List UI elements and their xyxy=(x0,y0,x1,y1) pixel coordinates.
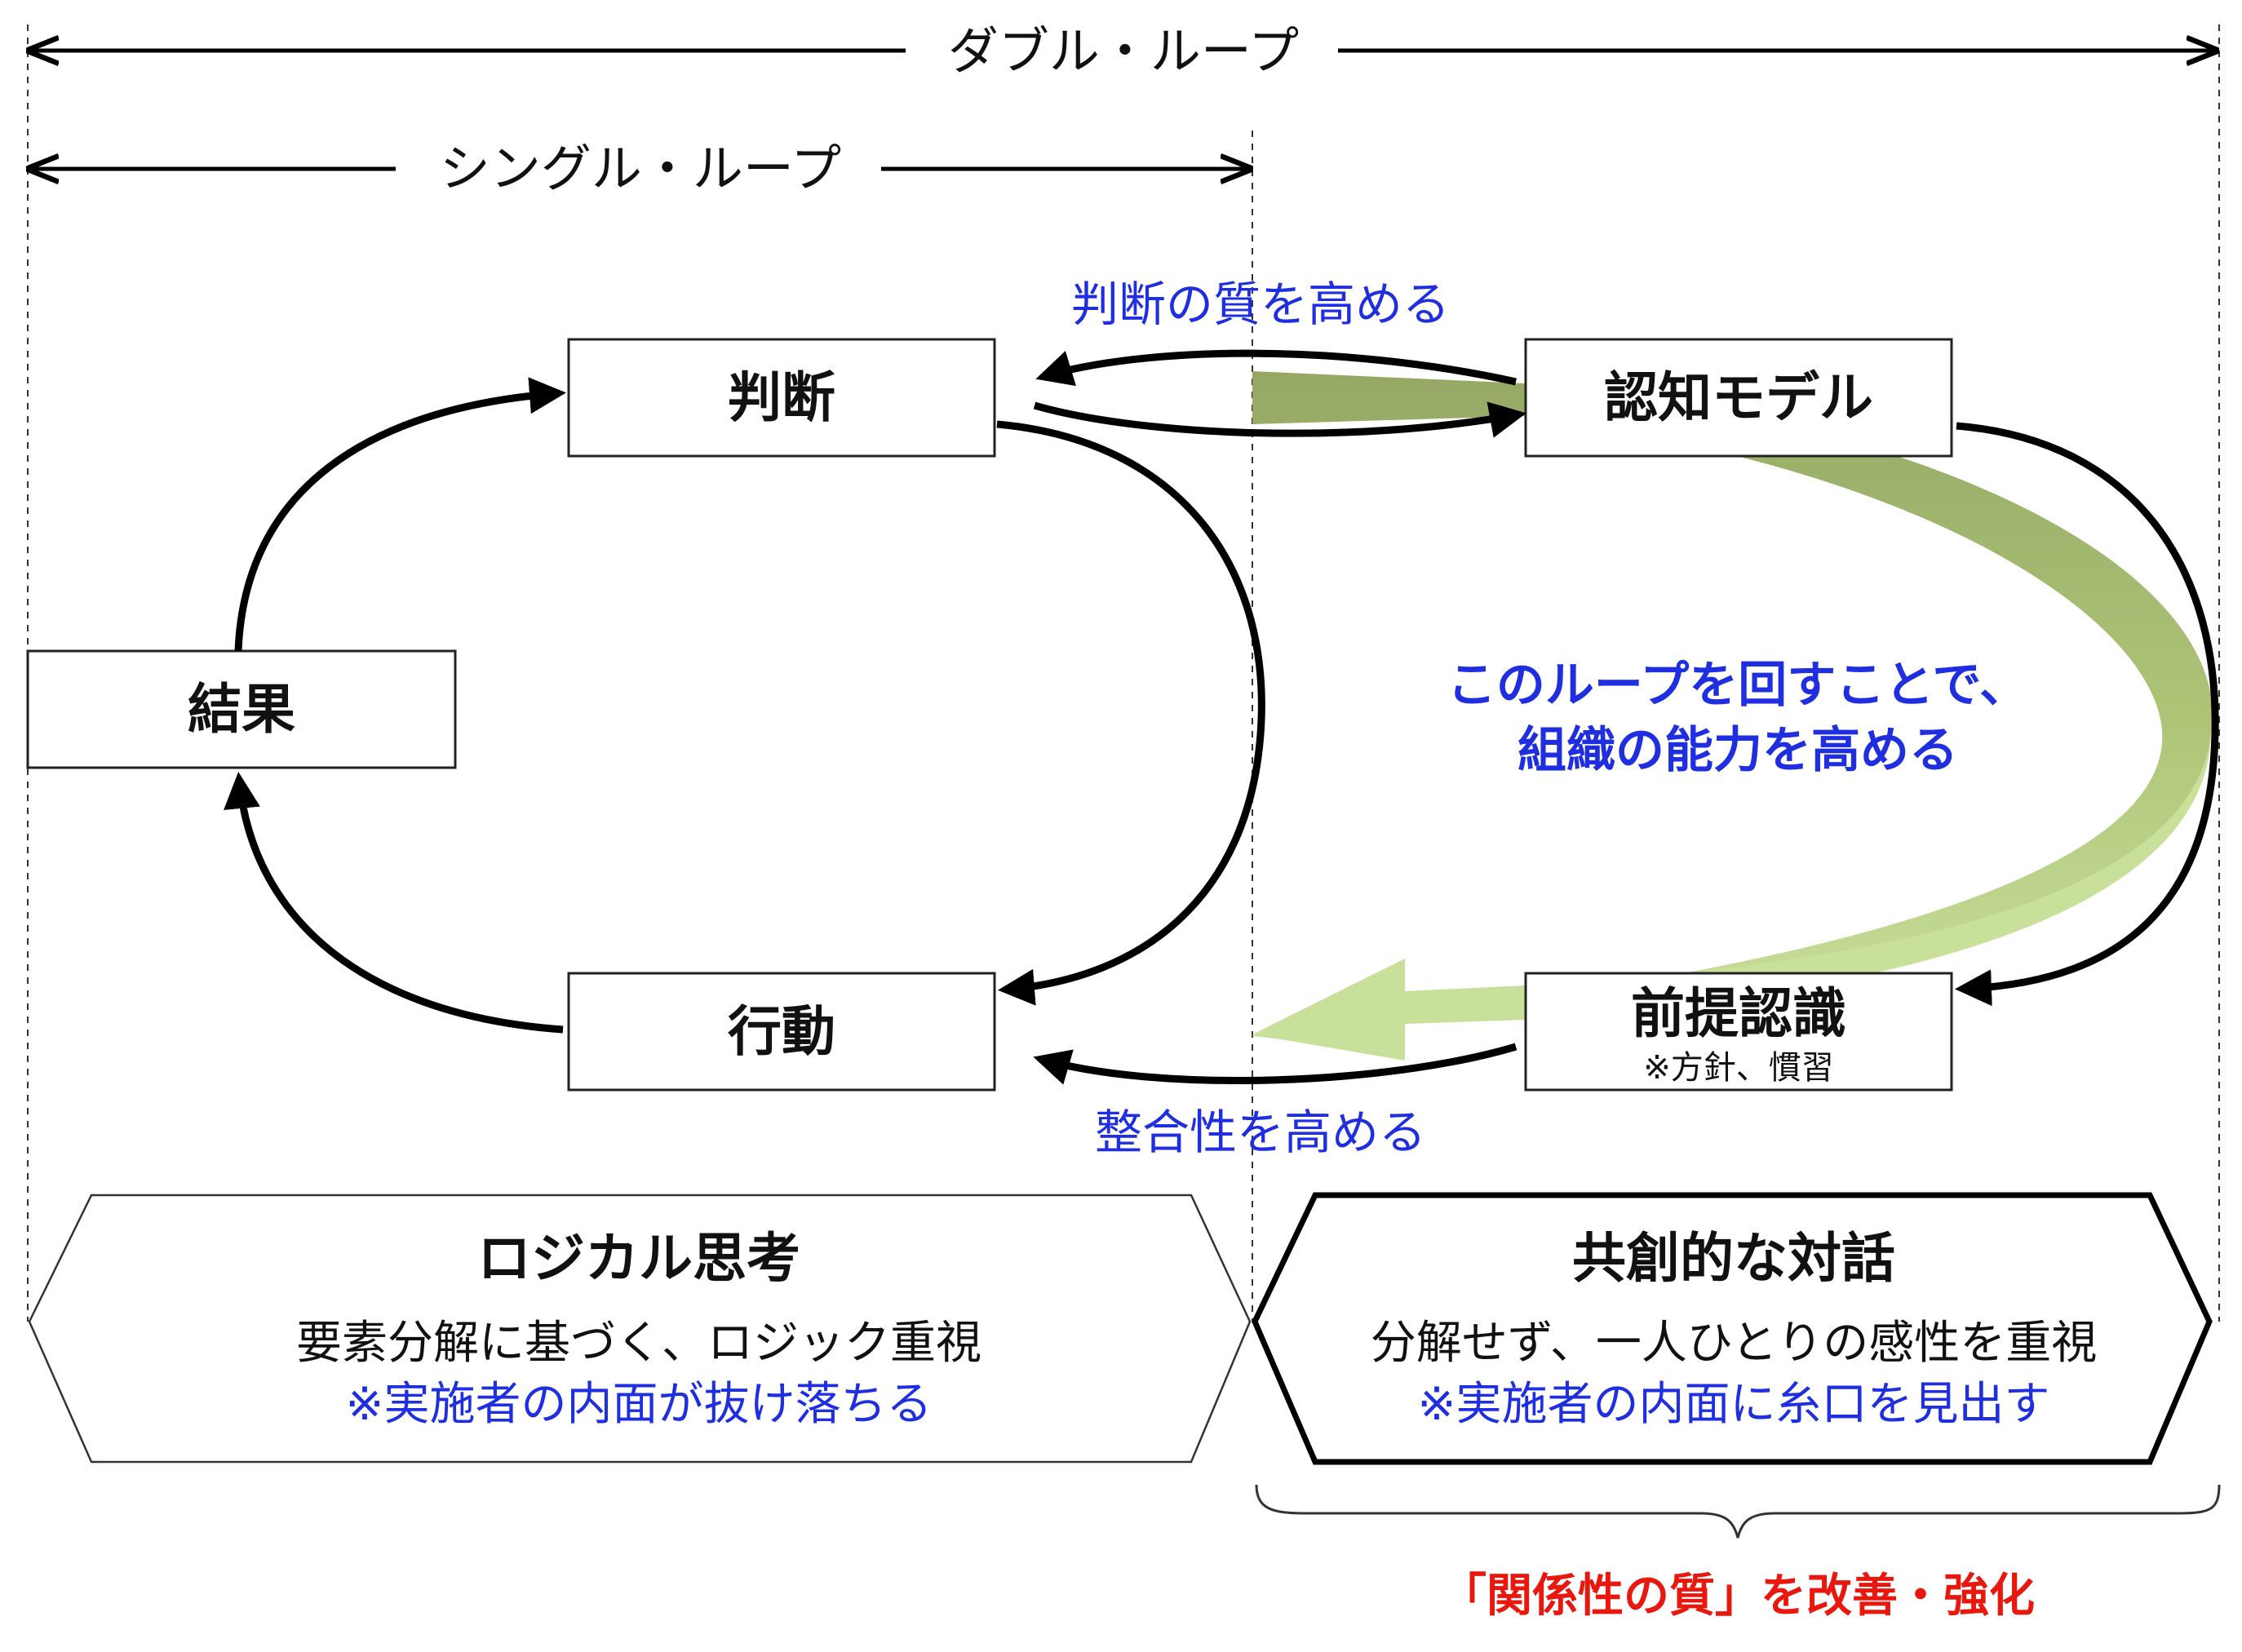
box-premise: 前提認識 ※方針、慣習 xyxy=(1524,972,1953,1092)
box-cognitive-model: 認知モデル xyxy=(1524,338,1953,458)
arrow-result-to-judgment xyxy=(234,377,566,652)
box-judgment-label: 判断 xyxy=(728,366,835,429)
panel-dialogue-text: 分解せず、一人ひとりの感性を重視 xyxy=(1371,1317,2097,1370)
single-loop-label: シングル・ループ xyxy=(440,139,841,198)
panel-logical-title: ロジカル思考 xyxy=(477,1227,800,1290)
arrow-premise-to-action xyxy=(1033,1043,1518,1085)
panel-dialogue-note: ※実施者の内面に糸口を見出す xyxy=(1418,1378,2050,1431)
box-premise-note: ※方針、慣習 xyxy=(1643,1049,1834,1087)
flow-label-center-line2: 組織の能力を高める xyxy=(1518,722,1958,779)
single-loop-span: シングル・ループ xyxy=(33,139,1247,198)
double-loop-band xyxy=(1252,371,2213,1061)
relationship-quality-label: 「関係性の質」を改善・強化 xyxy=(1441,1570,2035,1623)
flow-label-center-line1: このループを回すことで、 xyxy=(1447,657,2028,714)
box-result-label: 結果 xyxy=(188,678,295,741)
panel-logical-thinking: ロジカル思考 要素分解に基づく、ロジック重視 ※実施者の内面が抜け落ちる xyxy=(28,1194,1252,1464)
panel-dialogue-title: 共創的な対話 xyxy=(1572,1227,1895,1290)
box-judgment: 判断 xyxy=(567,338,996,458)
box-result: 結果 xyxy=(26,649,457,769)
flow-label-bottom: 整合性を高める xyxy=(1095,1105,1426,1160)
arrow-judgment-to-action xyxy=(996,420,1265,1006)
arrow-judgment-to-cognitive xyxy=(1033,401,1526,438)
box-action-label: 行動 xyxy=(728,1000,835,1063)
flow-label-top: 判断の質を高める xyxy=(1071,277,1450,332)
arrow-action-to-result xyxy=(224,772,564,1034)
box-premise-label: 前提認識 xyxy=(1631,982,1846,1045)
arrow-cognitive-to-judgment xyxy=(1035,349,1517,387)
brace xyxy=(1255,1484,2221,1539)
box-cognitive-model-label: 認知モデル xyxy=(1604,366,1873,429)
double-loop-span: ダブル・ループ xyxy=(33,21,2213,81)
panel-logical-note: ※実施者の内面が抜け落ちる xyxy=(346,1378,933,1431)
double-loop-label: ダブル・ループ xyxy=(948,21,1299,81)
panel-cocreative-dialogue: 共創的な対話 分解せず、一人ひとりの感性を重視 ※実施者の内面に糸口を見出す xyxy=(1252,1192,2213,1465)
panel-logical-text: 要素分解に基づく、ロジック重視 xyxy=(296,1317,981,1370)
box-action: 行動 xyxy=(567,972,996,1092)
arrow-cognitive-to-premise xyxy=(1955,422,2219,1007)
